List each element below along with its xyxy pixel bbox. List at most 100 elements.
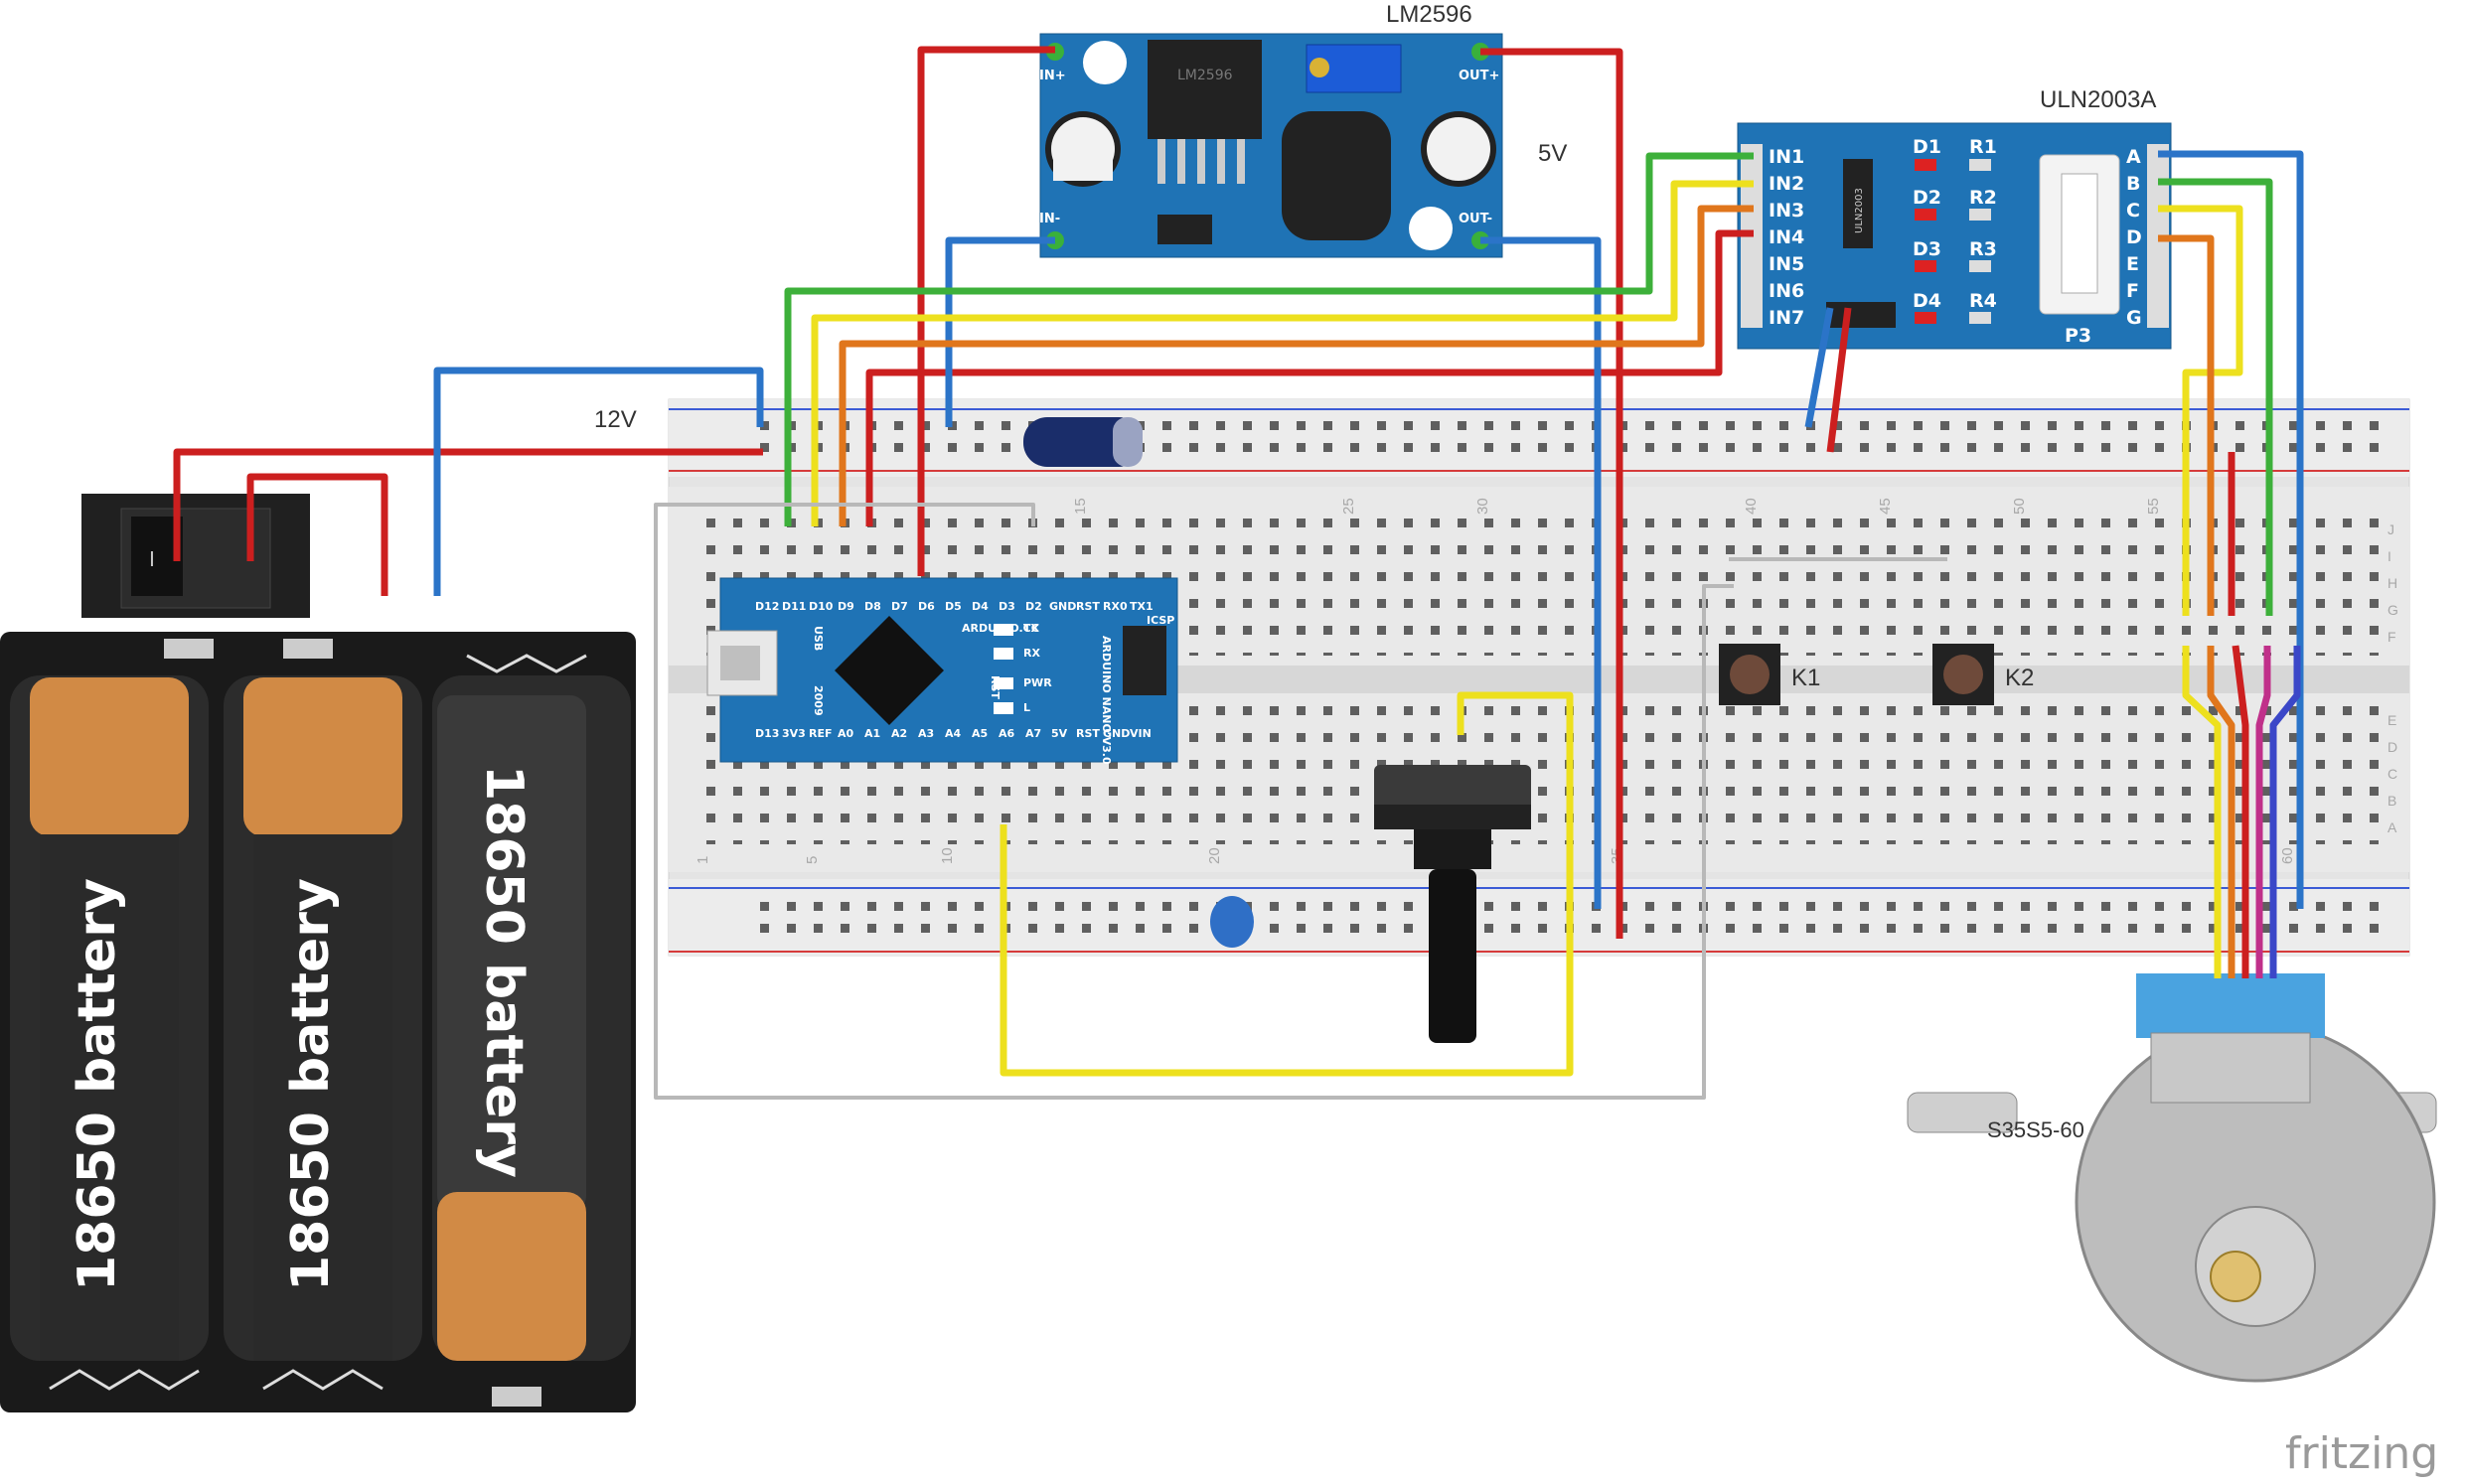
lm2596-out-minus: OUT- xyxy=(1459,212,1492,226)
nano-usb-label: USB xyxy=(812,626,825,651)
nano-led-tx: TX xyxy=(1023,622,1040,635)
nano-pin-d2: D2 xyxy=(1025,600,1042,613)
row-letters: J I H G F E D C B A xyxy=(2388,521,2398,835)
row-letter: F xyxy=(2388,629,2396,645)
wire-red-in4 xyxy=(865,229,1754,526)
wire-motor-blue xyxy=(2269,646,2301,978)
battery-pack: 18650 battery 18650 battery 18650 batter… xyxy=(0,632,636,1412)
button-k2[interactable] xyxy=(1932,644,1994,705)
uln2003a-driver: ULN2003 IN1 IN2 IN3 IN4 IN5 IN6 IN7 D1 D… xyxy=(1737,122,2172,350)
wire-blue-lm-in xyxy=(945,236,1055,427)
row-letter: B xyxy=(2388,793,2396,809)
nano-pin-rst2: RST xyxy=(1076,727,1100,740)
wire-blue-gnd xyxy=(433,367,764,596)
nano-pin-d6: D6 xyxy=(918,600,935,613)
nano-pin-a1: A1 xyxy=(864,727,880,740)
wire-yellow-c xyxy=(2158,205,2243,616)
label-k2: K2 xyxy=(2005,665,2034,691)
wire-red-12v xyxy=(917,46,1055,576)
nano-pin-d9: D9 xyxy=(838,600,854,613)
uln-in7: IN7 xyxy=(1769,307,1804,329)
nano-led-rx: RX xyxy=(1023,647,1040,660)
nano-pin-5v: 5V xyxy=(1051,727,1068,740)
nano-pin-a0: A0 xyxy=(838,727,854,740)
wire-yellow-in2 xyxy=(811,180,1754,526)
wire-red-switch xyxy=(173,448,763,561)
nano-brand: ARDUINO.CC xyxy=(962,622,1039,635)
nano-pin-a2: A2 xyxy=(891,727,907,740)
nano-pin-d4: D4 xyxy=(972,600,989,613)
wire-orange-in3 xyxy=(839,205,1754,526)
nano-pin-d13: D13 xyxy=(755,727,779,740)
col-num: 45 xyxy=(1877,498,1894,515)
row-letter: J xyxy=(2388,521,2394,537)
nano-name: ARDUINO NANO V3.0 xyxy=(1100,636,1113,765)
col-num: 5 xyxy=(804,856,821,864)
row-letter: C xyxy=(2388,766,2397,782)
col-num: 60 xyxy=(2279,847,2296,864)
uln-r4: R4 xyxy=(1969,290,1997,312)
wire-red-5v xyxy=(1480,48,1623,939)
uln-in5: IN5 xyxy=(1769,253,1804,275)
wire-red-uln xyxy=(1826,307,1852,453)
uln-title: ULN2003A xyxy=(2040,86,2156,113)
battery-cell-label: 18650 battery xyxy=(281,878,341,1291)
uln-out-a: A xyxy=(2126,146,2141,168)
uln-d3: D3 xyxy=(1913,238,1941,260)
uln-out-g: G xyxy=(2126,307,2142,329)
row-letter: A xyxy=(2388,819,2397,835)
lm2596-module: LM2596 IN+ IN- OUT+ OUT- xyxy=(1039,33,1503,258)
arduino-nano: D12 D11 D10 D9 D8 D7 D6 D5 D4 D3 D2 GND … xyxy=(706,577,1178,765)
col-num: 10 xyxy=(939,847,956,864)
uln-out-d: D xyxy=(2126,226,2142,248)
uln-chip-label: ULN2003 xyxy=(1854,188,1865,233)
nano-pin-gnd: GND xyxy=(1049,600,1076,613)
nano-pin-ref: REF xyxy=(809,727,833,740)
row-letter: E xyxy=(2388,712,2396,728)
wire-gray-loop xyxy=(654,503,1734,1100)
uln-r2: R2 xyxy=(1969,187,1997,209)
uln-out-c: C xyxy=(2126,200,2140,222)
col-num: 55 xyxy=(2145,498,2162,515)
row-letter: H xyxy=(2388,575,2397,591)
row-letter: D xyxy=(2388,739,2397,755)
wire-red-batt xyxy=(246,473,388,596)
label-5v: 5V xyxy=(1538,140,1567,167)
nano-rst-label: RST xyxy=(989,675,1001,699)
label-12v: 12V xyxy=(594,406,637,433)
nano-pin-a7: A7 xyxy=(1025,727,1041,740)
uln-in6: IN6 xyxy=(1769,280,1804,302)
motor-label: S35S5-60 xyxy=(1987,1117,2084,1142)
potentiometer[interactable] xyxy=(1374,765,1531,1043)
button-k1[interactable] xyxy=(1719,644,1780,705)
ceramic-capacitor xyxy=(1210,896,1254,948)
lm2596-in-minus: IN- xyxy=(1039,212,1060,226)
col-num: 40 xyxy=(1743,498,1760,515)
uln-in2: IN2 xyxy=(1769,173,1804,195)
nano-pin-d10: D10 xyxy=(809,600,834,613)
lm2596-title: LM2596 xyxy=(1386,1,1472,28)
wire-motor-yellow xyxy=(2182,646,2222,978)
nano-pin-a4: A4 xyxy=(945,727,962,740)
uln-d4: D4 xyxy=(1913,290,1941,312)
uln-d1: D1 xyxy=(1913,136,1941,158)
uln-out-b: B xyxy=(2126,173,2140,195)
nano-year: 2009 xyxy=(812,685,825,716)
wire-motor-pink xyxy=(2255,646,2271,978)
lm2596-chip-label: LM2596 xyxy=(1177,68,1233,83)
nano-pin-d8: D8 xyxy=(864,600,881,613)
uln-r1: R1 xyxy=(1969,136,1997,158)
power-switch[interactable]: I xyxy=(81,494,310,618)
nano-pin-rx0: RX0 xyxy=(1103,600,1128,613)
battery-cell-label: 18650 battery xyxy=(474,765,534,1178)
nano-pin-a3: A3 xyxy=(918,727,934,740)
uln-in1: IN1 xyxy=(1769,146,1804,168)
col-num: 1 xyxy=(694,856,711,864)
uln-r3: R3 xyxy=(1969,238,1997,260)
label-k1: K1 xyxy=(1791,665,1820,691)
lm2596-in-plus: IN+ xyxy=(1039,69,1066,83)
nano-pin-d3: D3 xyxy=(999,600,1015,613)
uln-in4: IN4 xyxy=(1769,226,1804,248)
wire-blue-lm-out xyxy=(1480,236,1602,909)
